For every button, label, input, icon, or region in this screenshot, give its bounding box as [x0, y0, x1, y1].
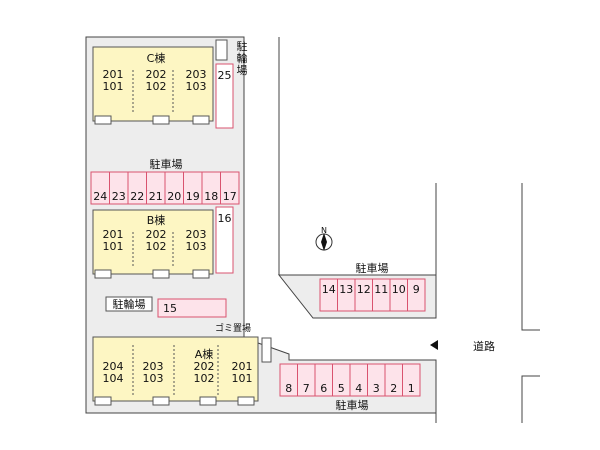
parking-row-24-17: 24 23 22 21 20 19 18 17	[90, 171, 240, 205]
unit-upper: 201	[103, 228, 124, 241]
parking-space-number: 4	[355, 382, 362, 395]
building-b: B棟 201 101 202 102 203 103	[92, 209, 214, 279]
parking-space-number: 19	[186, 190, 200, 203]
parking-space-number: 6	[320, 382, 327, 395]
parking-space	[407, 278, 426, 312]
parking-space-number: 24	[93, 190, 107, 203]
unit-lower: 101	[232, 372, 253, 385]
parking-space-number: 12	[357, 283, 371, 296]
unit-lower: 101	[103, 240, 124, 253]
north-arrow: N	[315, 226, 333, 251]
parking-space	[215, 206, 234, 274]
parking-space-number: 13	[339, 283, 353, 296]
parking-space-number: 18	[204, 190, 218, 203]
parking-space-number: 23	[112, 190, 126, 203]
unit-lower: 103	[186, 240, 207, 253]
garbage-area	[261, 337, 272, 363]
parking-space-number: 11	[374, 283, 388, 296]
parking-space-number: 15	[163, 302, 177, 315]
building-c-name: C棟	[147, 51, 166, 65]
entrance	[94, 269, 112, 279]
building-a-name: A棟	[195, 347, 214, 361]
parking-space-number: 21	[149, 190, 163, 203]
road-edge-far-top	[521, 183, 540, 331]
entrance	[152, 396, 170, 406]
unit-upper: 203	[186, 228, 207, 241]
unit-lower: 102	[146, 240, 167, 253]
unit-upper: 202	[146, 68, 167, 81]
unit-upper: 201	[232, 360, 253, 373]
parking-space-number: 22	[130, 190, 144, 203]
north-arrow-needle	[321, 233, 327, 251]
parking-label-main: 駐車場	[150, 157, 183, 171]
building-c-body	[92, 46, 214, 122]
bike-parking-north-label: 駐	[237, 39, 248, 53]
road-label: 道路	[473, 339, 495, 353]
building-c: C棟 201 101 202 102 203 103	[92, 46, 214, 125]
bike-parking-north-box	[215, 39, 228, 61]
building-a-body	[92, 336, 259, 402]
bike-parking-mid-box	[105, 296, 153, 312]
unit-lower: 103	[143, 372, 164, 385]
entrance	[94, 396, 112, 406]
bike-parking-north-label: 場	[237, 64, 248, 77]
parking-space	[402, 363, 421, 397]
entrance	[152, 115, 170, 125]
building-b-name: B棟	[147, 213, 166, 227]
parking-space	[215, 63, 234, 129]
unit-upper: 203	[143, 360, 164, 373]
parking-label-east: 駐車場	[356, 261, 389, 275]
parking-space-number: 14	[322, 283, 336, 296]
entrance	[199, 396, 217, 406]
parking-space-number: 16	[218, 212, 232, 225]
parking-label-south: 駐車場	[336, 398, 369, 412]
north-label: N	[321, 226, 327, 235]
unit-upper: 201	[103, 68, 124, 81]
entrance	[94, 115, 112, 125]
parking-space	[157, 298, 227, 318]
bike-parking-mid-label: 駐輪場	[113, 297, 146, 311]
unit-lower: 104	[103, 372, 124, 385]
parking-space-number: 20	[167, 190, 181, 203]
parking-space-number: 7	[303, 382, 310, 395]
site-boundary	[85, 36, 437, 414]
unit-upper: 202	[146, 228, 167, 241]
entrance	[192, 115, 210, 125]
parking-space-number: 2	[390, 382, 397, 395]
building-a: A棟 204 104 203 103 202 102 201 101	[92, 336, 259, 406]
parking-space-number: 25	[218, 69, 232, 82]
parking-space-number: 10	[392, 283, 406, 296]
parking-space	[220, 171, 240, 205]
road-edge-far-bottom	[521, 375, 540, 423]
garbage-label: ゴミ置場	[215, 322, 251, 334]
unit-upper: 204	[103, 360, 124, 373]
unit-lower: 103	[186, 80, 207, 93]
building-b-body	[92, 209, 214, 275]
unit-lower: 102	[194, 372, 215, 385]
parking-space-number: 8	[285, 382, 292, 395]
bike-parking-north-label: 輪	[237, 51, 248, 65]
parking-space-number: 3	[373, 382, 380, 395]
parking-space-number: 5	[338, 382, 345, 395]
road-arrow-icon	[430, 340, 438, 350]
entrance	[152, 269, 170, 279]
parking-space-number: 1	[408, 382, 415, 395]
parking-space-number: 9	[413, 283, 420, 296]
entrance	[192, 269, 210, 279]
unit-upper: 202	[194, 360, 215, 373]
unit-lower: 102	[146, 80, 167, 93]
parking-space-number: 17	[223, 190, 237, 203]
unit-lower: 101	[103, 80, 124, 93]
entrance	[237, 396, 255, 406]
unit-upper: 203	[186, 68, 207, 81]
